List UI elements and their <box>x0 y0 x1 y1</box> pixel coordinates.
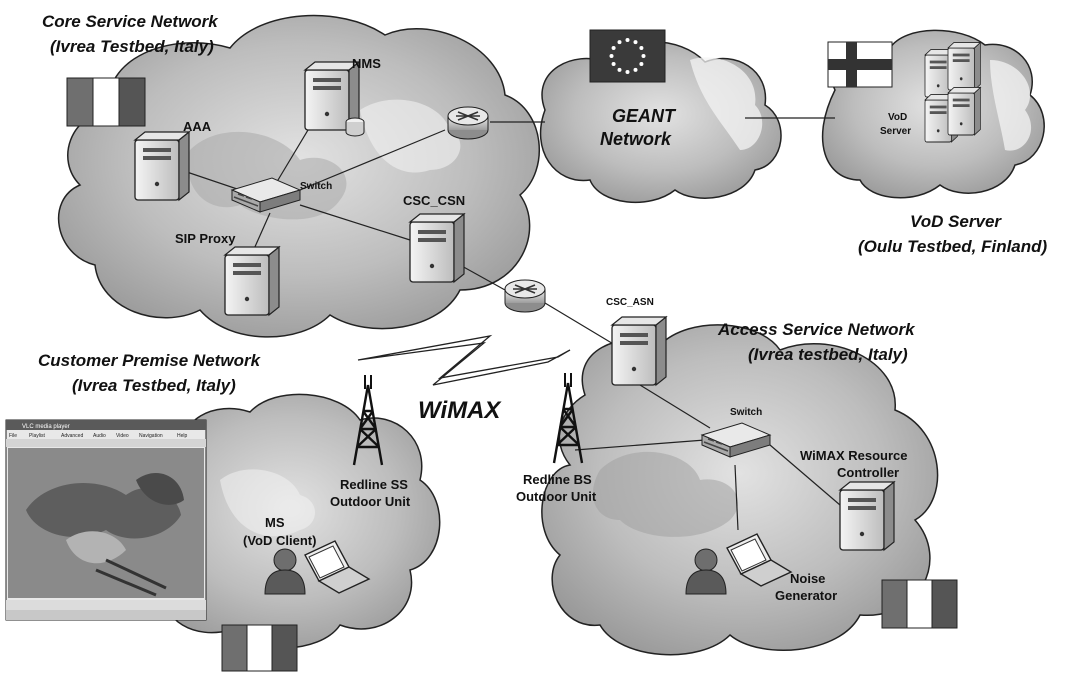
core-network-subtitle: (Ivrea Testbed, Italy) <box>50 37 214 56</box>
ms-label-l1: MS <box>265 515 285 530</box>
eu-star-icon <box>617 40 622 45</box>
redline-ss-label-l2: Outdoor Unit <box>330 494 411 509</box>
eu-star-icon <box>611 62 616 66</box>
eu-star-icon <box>633 40 638 45</box>
wimax-rc-label-l1: WiMAX Resource <box>800 448 908 463</box>
noise-label-l1: Noise <box>790 571 825 586</box>
vlc-menu-item[interactable]: Navigation <box>139 433 163 439</box>
noise-label-l2: Generator <box>775 588 837 603</box>
csc-asn-server-icon <box>611 316 667 386</box>
vlc-menu-item[interactable]: Video <box>116 433 129 439</box>
asn-subtitle: (Ivrea testbed, Italy) <box>748 345 908 364</box>
sip-proxy-label: SIP Proxy <box>175 231 236 246</box>
wimax-rc-label-l2: Controller <box>837 465 899 480</box>
core-service-network-cloud <box>57 14 541 338</box>
cpn-subtitle: (Ivrea Testbed, Italy) <box>72 376 236 395</box>
csc-csn-label: CSC_CSN <box>403 193 465 208</box>
redline-ss-label-l1: Redline SS <box>340 477 408 492</box>
core-switch-label: Switch <box>300 181 332 192</box>
finland-flag <box>827 41 893 88</box>
customer-premise-network-cloud <box>139 393 441 649</box>
eu-star-icon <box>617 67 622 72</box>
geant-label-line2: Network <box>600 129 672 149</box>
core-network-title: Core Service Network <box>42 12 219 31</box>
wimax-label: WiMAX <box>418 397 502 424</box>
region-labels: Core Service Network (Ivrea Testbed, Ita… <box>38 12 1048 424</box>
node-labels: NMS AAA Switch SIP Proxy CSC_CSN CSC_ASN… <box>175 56 911 603</box>
access-router-icon <box>504 279 546 313</box>
eu-star-icon <box>639 62 644 66</box>
sip-proxy-server-icon <box>224 246 280 316</box>
eu-star-icon <box>633 67 638 72</box>
eu-star-icon <box>609 54 614 58</box>
ms-label-l2: (VoD Client) <box>243 533 316 548</box>
vod-region-subtitle: (Oulu Testbed, Finland) <box>858 237 1048 256</box>
vod-server-label-l2: Server <box>880 126 911 137</box>
geant-label-line1: GEANT <box>612 106 677 126</box>
vlc-player-window: VLC media player File Playlist Advanced Aud… <box>5 419 207 621</box>
vod-server-rack-icon <box>924 41 981 143</box>
wimax-radio-link <box>357 334 571 386</box>
eu-flag <box>589 29 666 83</box>
italy-flag-core <box>66 77 146 127</box>
italy-flag-asn <box>881 579 958 629</box>
eu-star-icon <box>641 54 646 58</box>
nms-label: NMS <box>352 56 381 71</box>
vlc-menu-item[interactable]: Playlist <box>29 433 45 439</box>
vod-region-title: VoD Server <box>910 212 1002 231</box>
database-icon <box>345 117 365 137</box>
vlc-window-title: VLC media player <box>22 424 70 430</box>
vlc-menu-item[interactable]: File <box>9 433 17 439</box>
aaa-label: AAA <box>183 119 212 134</box>
vod-server-label-l1: VoD <box>888 112 907 123</box>
wimax-resource-controller-server-icon <box>839 481 895 551</box>
eu-star-icon <box>611 46 616 50</box>
redline-bs-label-l2: Outdoor Unit <box>516 489 597 504</box>
aaa-server-icon <box>134 131 190 201</box>
vlc-menu-item[interactable]: Audio <box>93 433 106 439</box>
vlc-menu-item[interactable]: Advanced <box>61 433 83 439</box>
eu-star-icon <box>625 70 630 74</box>
vlc-menu-item[interactable]: Help <box>177 433 188 439</box>
csc-csn-server-icon <box>409 213 465 283</box>
csc-asn-label: CSC_ASN <box>606 297 654 308</box>
core-router-icon <box>447 106 489 140</box>
eu-star-icon <box>625 38 630 42</box>
vlc-menubar: File Playlist Advanced Audio Video Navigation… <box>9 433 188 439</box>
asn-switch-label: Switch <box>730 407 762 418</box>
italy-flag-cpn <box>221 624 298 672</box>
eu-star-icon <box>639 46 644 50</box>
cpn-title: Customer Premise Network <box>38 351 262 370</box>
redline-bs-label-l1: Redline BS <box>523 472 592 487</box>
asn-title: Access Service Network <box>717 320 916 339</box>
